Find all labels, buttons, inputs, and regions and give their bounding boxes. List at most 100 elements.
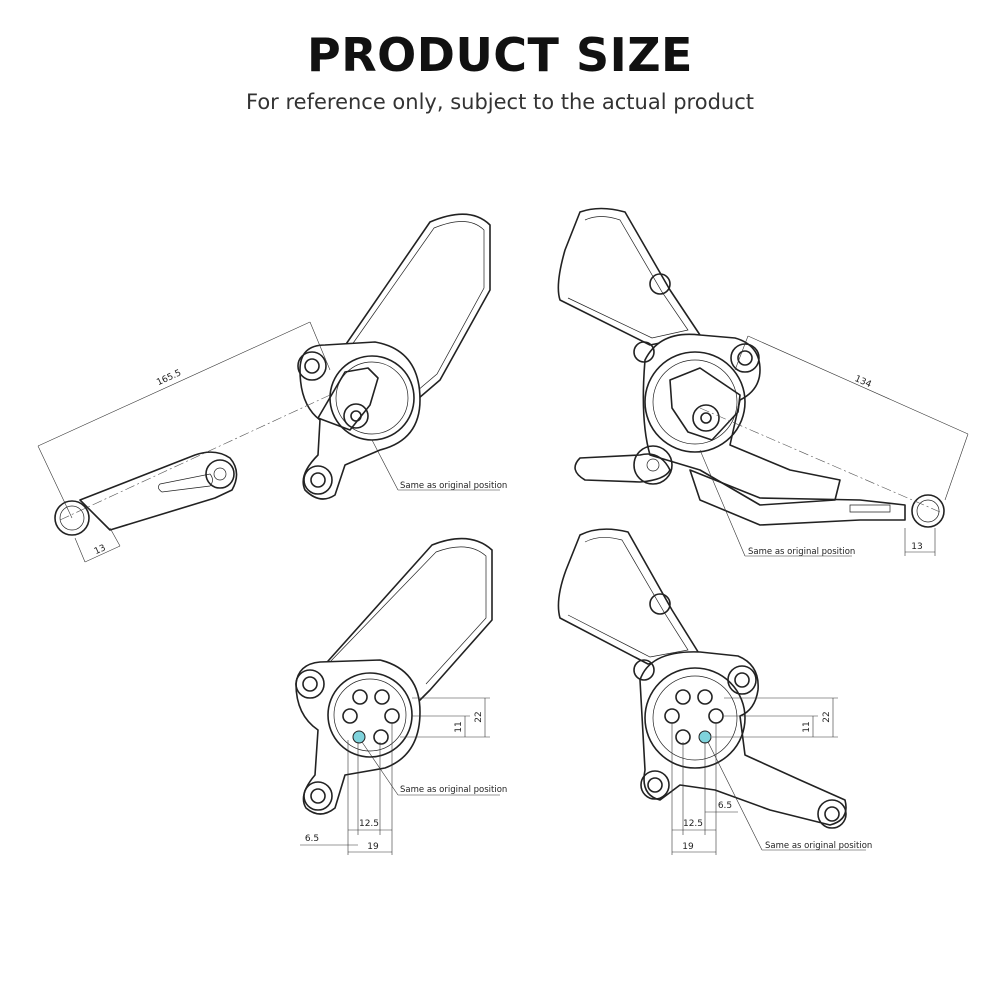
left-detail-disc (327, 672, 413, 758)
left-lever-pivot (213, 467, 227, 481)
right-heel-guard (557, 207, 701, 346)
right-lever-dim-ext-b (944, 433, 969, 501)
left-detail-heel-guard-inner (327, 546, 487, 685)
left-hdim-inner-label: 12.5 (359, 819, 379, 829)
left-plate-detail: 11 22 12.5 6.5 19 Same as original posit… (295, 537, 507, 855)
right-lever-dim-line (747, 335, 969, 435)
right-main-plate (642, 333, 841, 506)
right-note-text: Same as original position (748, 547, 855, 557)
left-heel-guard (319, 213, 491, 411)
right-brake-pivot-outer (633, 445, 673, 485)
right-lever-dim-label: 134 (853, 374, 873, 390)
right-detail-plate (639, 651, 847, 826)
right-plate-detail: 11 22 6.5 12.5 19 Same as original posit… (557, 528, 872, 855)
left-adjuster-disc-inner (335, 361, 409, 435)
left-shift-peg-inner (59, 505, 85, 531)
right-detail-top-bolt (734, 672, 750, 688)
right-vdim-outer-label: 22 (822, 711, 832, 722)
right-note-leader (699, 449, 746, 557)
right-detail-mid-bolt (633, 659, 655, 681)
right-hole-2 (697, 689, 713, 705)
right-detail-disc-inner (652, 675, 738, 761)
left-vdim-outer-label: 22 (474, 711, 484, 722)
left-lever-dim-label: 165.5 (155, 368, 183, 388)
left-detail-disc-inner (333, 678, 407, 752)
left-hole-1 (352, 689, 368, 705)
left-note-text: Same as original position (400, 481, 507, 491)
right-detail-upper-bolt (649, 593, 671, 615)
right-pivot-bolt (700, 412, 712, 424)
left-hdim-small-label: 6.5 (305, 834, 319, 844)
left-shift-lever (79, 451, 238, 531)
right-rearset-assembly: 134 13 Same as original position (557, 207, 969, 557)
left-lever-pivot-outer (205, 459, 235, 489)
left-detail-lower-bolt-outer (303, 781, 333, 811)
right-lever-centerline (699, 407, 941, 513)
right-vdim-inner-label: 11 (802, 721, 812, 732)
left-hole-2 (374, 689, 390, 705)
right-hdim-outer-label: 19 (682, 842, 694, 852)
right-hdim-inner-label: 12.5 (683, 819, 703, 829)
right-detail-rear-bolt (824, 806, 840, 822)
left-lower-bolt-outer (303, 465, 333, 495)
left-hole-6 (373, 729, 389, 745)
left-hole-original-position (352, 730, 366, 744)
left-hole-3 (342, 708, 358, 724)
right-pivot-bolt-outer (692, 404, 720, 432)
left-lever-centerline (59, 394, 331, 521)
right-mid-bolt (633, 341, 655, 363)
right-hole-original-position (698, 730, 712, 744)
right-detail-lower-bolt-outer (640, 770, 670, 800)
right-adjuster-disc (644, 351, 746, 453)
right-hdim-small-label: 6.5 (718, 801, 732, 811)
left-peg-dim-ext-b (109, 527, 121, 547)
page-subtitle: For reference only, subject to the actua… (246, 90, 754, 114)
right-brake-peg (911, 494, 945, 528)
left-detail-upper-bolt (302, 676, 318, 692)
left-shift-peg (54, 500, 90, 536)
right-peg-dim-label: 13 (911, 542, 922, 552)
right-detail-rear-bolt-outer (817, 799, 847, 829)
left-peg-dim-ext-a (74, 537, 86, 563)
left-upper-bolt-outer (297, 351, 327, 381)
left-peg-dim-line (84, 545, 121, 563)
left-note-leader (371, 439, 399, 491)
right-detail-lower-bolt (647, 777, 663, 793)
left-vdim-inner-label: 11 (454, 721, 464, 732)
right-lever-dim-ext-a (734, 335, 749, 371)
left-detail-lower-bolt (310, 788, 326, 804)
left-detail-note-leader (361, 741, 399, 796)
left-detail-upper-bolt-outer (295, 669, 325, 699)
right-upper-bolt (649, 273, 671, 295)
right-brake-arm (574, 453, 671, 483)
right-detail-heel-guard (557, 528, 701, 665)
left-lever-dim-ext-a (37, 445, 73, 519)
page-title: PRODUCT SIZE (307, 28, 693, 82)
right-adjuster-disc-inner (652, 359, 738, 445)
right-top-bolt (737, 350, 753, 366)
left-lever-dim-ext-b (309, 321, 331, 371)
left-pivot-bolt (350, 410, 362, 422)
right-brake-pivot (646, 458, 660, 472)
right-brake-lever (689, 469, 906, 526)
right-eccentric-cam (669, 367, 741, 441)
right-hole-1 (675, 689, 691, 705)
right-detail-note-text: Same as original position (765, 841, 872, 851)
left-lower-bolt (310, 472, 326, 488)
left-hdim-outer-label: 19 (367, 842, 379, 852)
right-detail-disc (644, 667, 746, 769)
left-peg-dim-label: 13 (93, 543, 108, 557)
left-main-plate (299, 341, 421, 500)
right-lever-slot (849, 504, 891, 513)
right-detail-note-leader (707, 741, 763, 851)
left-upper-bolt (304, 358, 320, 374)
left-heel-guard-inner (329, 221, 485, 403)
left-rearset-assembly: 165.5 13 Same as original position (37, 213, 507, 563)
right-heel-guard-inner (567, 216, 689, 339)
left-pivot-bolt-outer (343, 403, 369, 429)
left-eccentric-cam (317, 367, 379, 431)
right-detail-heel-guard-inner (567, 537, 689, 658)
left-lever-slot (158, 473, 213, 493)
right-brake-peg-inner (916, 499, 940, 523)
